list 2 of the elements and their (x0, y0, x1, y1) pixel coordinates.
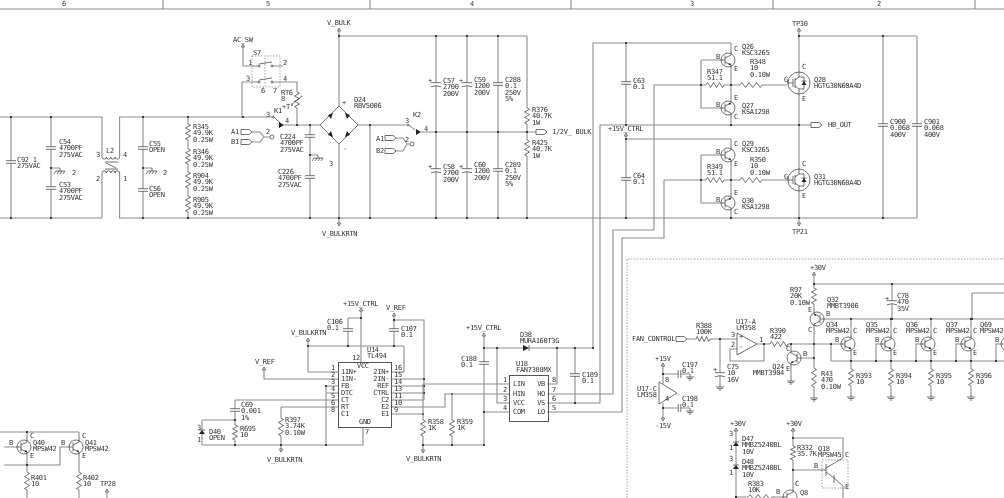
wire (391, 383, 510, 415)
wire (391, 393, 510, 408)
